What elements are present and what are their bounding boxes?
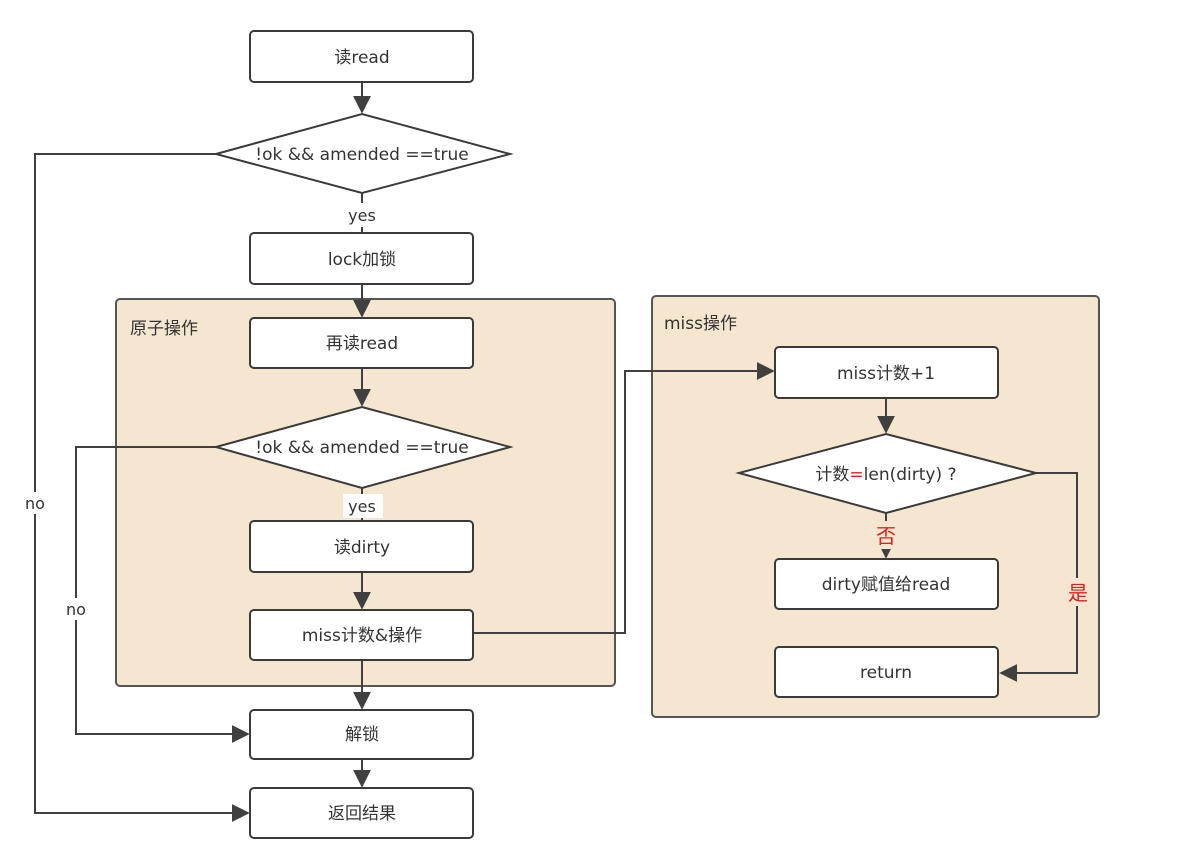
node-assign: dirty赋值给read <box>774 558 999 610</box>
node-check1: !ok && amended ==true <box>212 112 514 195</box>
node-check1-label: !ok && amended ==true <box>255 145 468 165</box>
edge-check1-no <box>34 153 250 822</box>
node-miss-op: miss计数&操作 <box>249 609 474 661</box>
node-compare-eq: = <box>849 465 863 485</box>
edge-missop-missinc <box>474 362 775 634</box>
group-atomic: 原子操作 <box>115 298 616 687</box>
node-read: 读read <box>249 30 474 83</box>
group-miss-title: miss操作 <box>664 314 737 334</box>
node-assign-label: dirty赋值给read <box>822 575 951 595</box>
node-miss-inc: miss计数+1 <box>774 346 999 399</box>
edge-check2-no <box>75 446 250 743</box>
node-reread-label: 再读read <box>326 334 398 354</box>
node-unlock: 解锁 <box>249 709 474 760</box>
node-check2-label: !ok && amended ==true <box>255 438 468 458</box>
node-miss-inc-label: miss计数+1 <box>837 364 935 384</box>
node-compare-post: len(dirty) ? <box>864 465 957 485</box>
edge-cmp-return <box>999 472 1078 682</box>
node-check2: !ok && amended ==true <box>212 405 514 490</box>
node-return-result: 返回结果 <box>249 787 474 839</box>
node-ret-label: return <box>860 663 912 683</box>
edge-label-fou: 否 <box>876 524 896 548</box>
group-atomic-title: 原子操作 <box>130 319 198 339</box>
node-compare-label: 计数=len(dirty) ? <box>815 465 956 485</box>
edge-label-shi: 是 <box>1068 581 1088 605</box>
node-ret: return <box>774 646 999 698</box>
node-lock-label: lock加锁 <box>328 250 396 270</box>
edge-label-yes1: yes <box>348 206 376 225</box>
node-read-label: 读read <box>334 48 389 68</box>
node-lock: lock加锁 <box>249 232 474 285</box>
edge-labels: yes yes no no 否 是 <box>20 203 1092 620</box>
node-read-dirty: 读dirty <box>249 520 474 573</box>
node-compare-pre: 计数 <box>815 465 849 485</box>
node-reread: 再读read <box>249 317 474 369</box>
edge-label-yes2: yes <box>348 497 376 516</box>
edge-label-no1: no <box>25 494 45 513</box>
edge-label-no2: no <box>66 600 86 619</box>
node-read-dirty-label: 读dirty <box>334 538 390 558</box>
node-unlock-label: 解锁 <box>345 725 379 745</box>
node-miss-op-label: miss计数&操作 <box>302 626 422 646</box>
node-compare: 计数=len(dirty) ? <box>735 432 1040 515</box>
node-return-result-label: 返回结果 <box>328 804 396 824</box>
